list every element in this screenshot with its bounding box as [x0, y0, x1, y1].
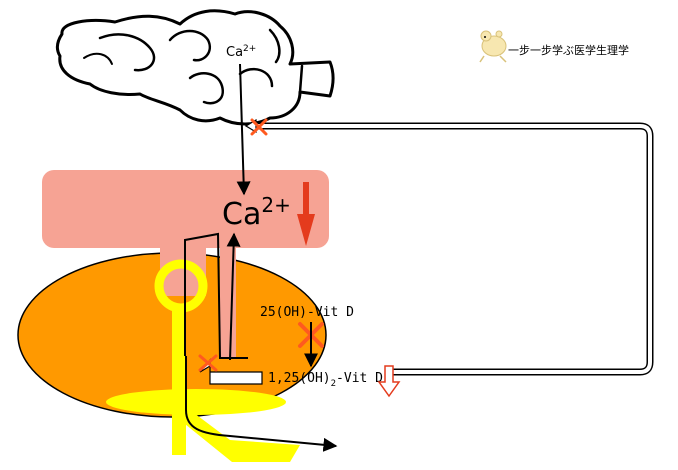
intestine-illustration — [55, 9, 335, 126]
reabsorption-up-arrow — [226, 232, 241, 361]
brand-text: 一步一步学ぶ医学生理学 — [508, 44, 629, 57]
vitd-125-label: 1,25(OH)2-Vit D — [268, 371, 383, 389]
hamster-icon — [479, 30, 507, 63]
feedback-loop — [244, 118, 654, 376]
decrease-arrow — [297, 182, 315, 246]
blood-compartment — [42, 170, 329, 248]
absorption-arrow — [236, 63, 251, 196]
blood-ca-label: Ca2+ — [222, 193, 291, 232]
vitd-to-tubule-arrow — [199, 358, 263, 385]
vitd-25oh-label: 25(OH)-Vit D — [260, 305, 354, 320]
tubule-block-icon — [198, 354, 218, 372]
vitd-decrease-arrow — [377, 365, 401, 398]
nephron-tubule — [106, 259, 300, 462]
intestine-ca-label: Ca2+ — [226, 44, 256, 60]
intestine-block-icon — [250, 118, 268, 136]
excretion-arrow — [185, 356, 338, 452]
